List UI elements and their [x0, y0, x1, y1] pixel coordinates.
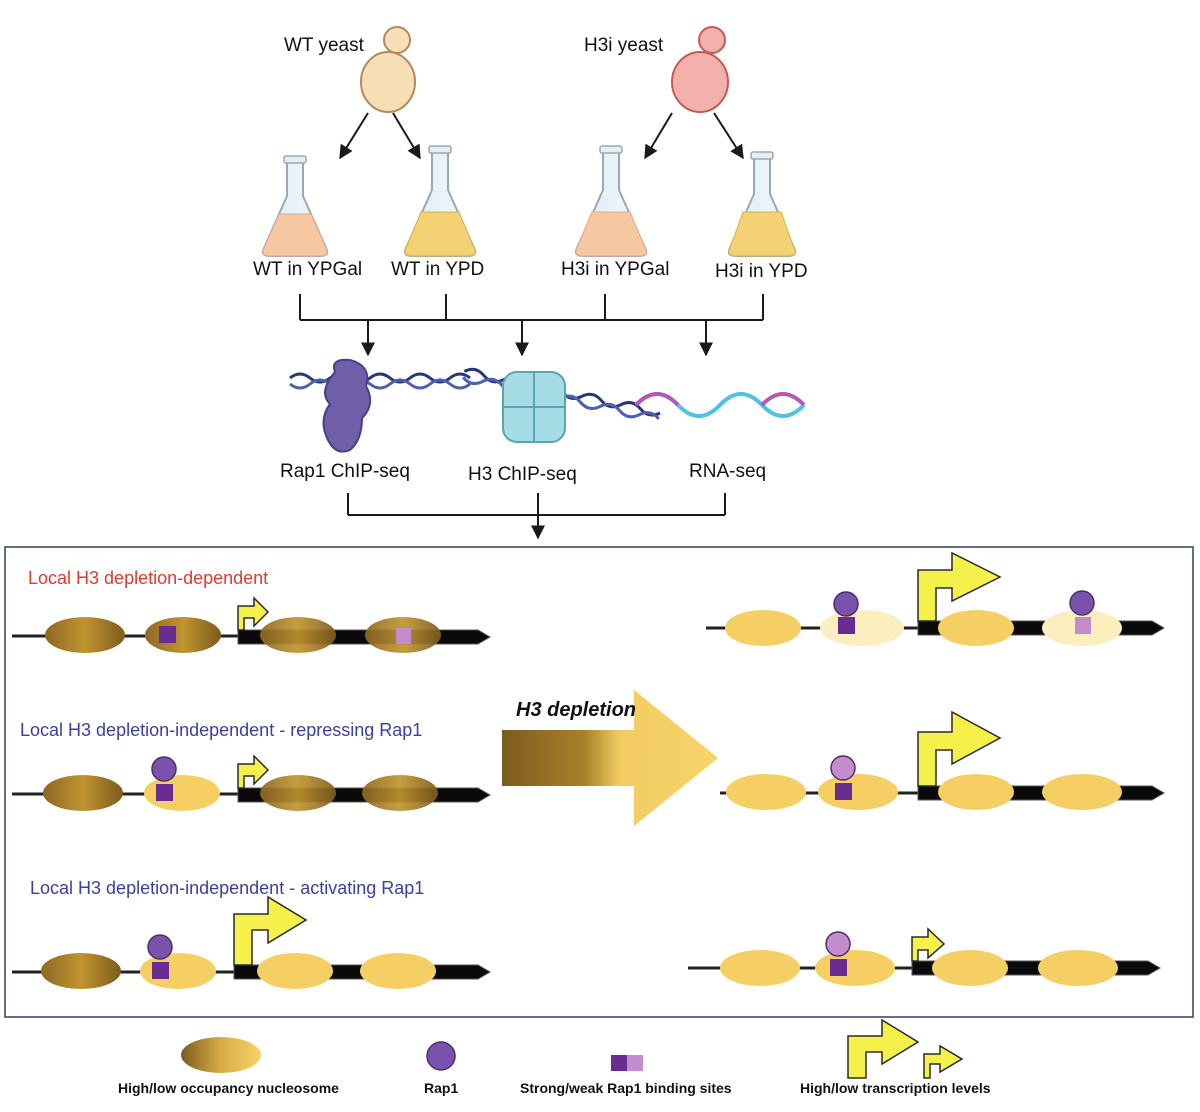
- merge-bracket: [299, 294, 764, 357]
- row1-before: [12, 596, 491, 653]
- rna-icon: [634, 392, 806, 418]
- legend-transcription-label: High/low transcription levels: [800, 1080, 991, 1096]
- legend-rap1: Rap1: [424, 1041, 458, 1096]
- flask-wt-ypgal: [261, 155, 329, 257]
- row3-after: [688, 927, 1161, 986]
- legend-sites: Strong/weak Rap1 binding sites: [520, 1055, 732, 1096]
- row2-after: [720, 710, 1165, 810]
- wt-yeast-label: WT yeast: [284, 35, 365, 56]
- model-title-activating: Local H3 depletion-independent - activat…: [30, 878, 424, 898]
- assay-rap1-chip: Rap1 ChIP-seq: [280, 461, 410, 482]
- legend-nucleosome-label: High/low occupancy nucleosome: [118, 1080, 339, 1096]
- wt-yeast-icon: [360, 26, 416, 113]
- h3-chip-icon: [461, 367, 661, 443]
- h3i-yeast-icon: [671, 26, 729, 113]
- legend-transcription: High/low transcription levels: [800, 1018, 991, 1096]
- flask-h3i-ypd: [727, 151, 797, 257]
- row2-before: [12, 754, 491, 811]
- h3-depletion-label: H3 depletion: [516, 699, 636, 721]
- condition-wt-ypgal: WT in YPGal: [253, 259, 362, 280]
- condition-h3i-ypgal: H3i in YPGal: [561, 259, 669, 280]
- model-title-repressing: Local H3 depletion-independent - repress…: [20, 720, 422, 740]
- flask-wt-ypd: [403, 145, 477, 257]
- condition-wt-ypd: WT in YPD: [391, 259, 484, 280]
- legend-nucleosome: High/low occupancy nucleosome: [118, 1037, 339, 1096]
- condition-h3i-ypd: H3i in YPD: [715, 261, 808, 282]
- assay-h3-chip: H3 ChIP-seq: [468, 464, 577, 485]
- h3-depletion-arrow: [502, 690, 718, 826]
- row3-before: [12, 895, 491, 989]
- assay-rna-seq: RNA-seq: [689, 461, 766, 482]
- legend-rap1-label: Rap1: [424, 1080, 458, 1096]
- model-title-dependent: Local H3 depletion-dependent: [28, 568, 268, 588]
- row1-after: [706, 551, 1165, 646]
- flask-h3i-ypgal: [574, 145, 648, 257]
- h3i-yeast-label: H3i yeast: [584, 35, 664, 56]
- split-arrows: [339, 112, 744, 160]
- rap1-chip-icon: [289, 358, 471, 453]
- legend-sites-label: Strong/weak Rap1 binding sites: [520, 1080, 732, 1096]
- assay-bracket: [347, 493, 726, 540]
